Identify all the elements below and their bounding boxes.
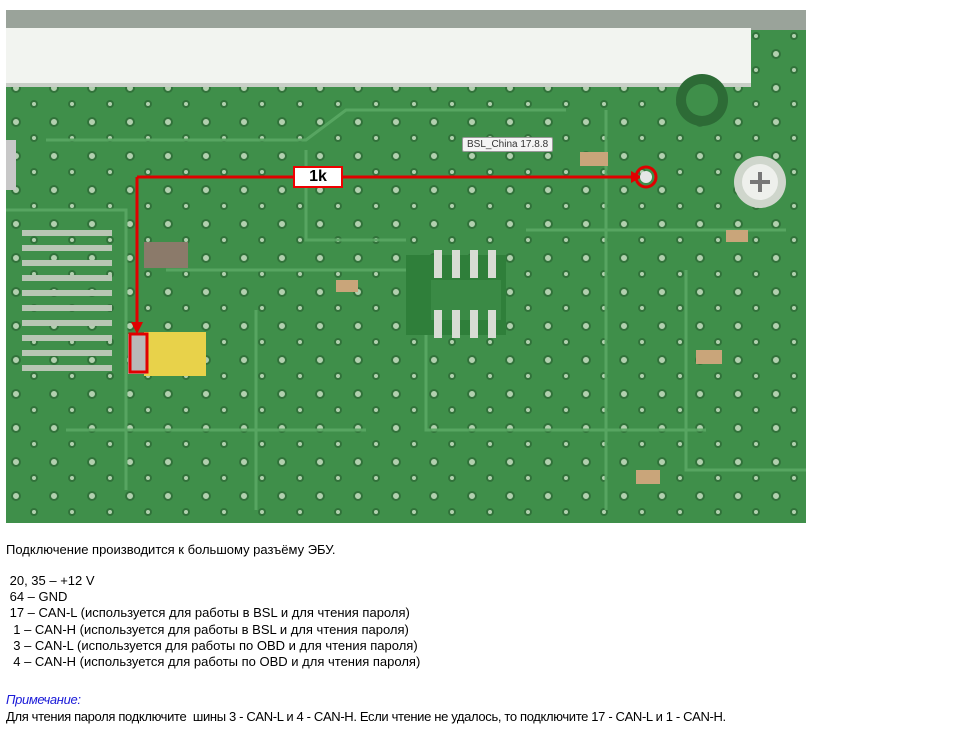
- pin-line: 1 – CAN-H (используется для работы в BSL…: [6, 622, 409, 637]
- pin-line: 4 – CAN-H (используется для работы по OB…: [6, 654, 421, 669]
- pin-line: 64 – GND: [6, 589, 68, 604]
- pcb-photo: [6, 10, 806, 523]
- intro-text: Подключение производится к большому разъ…: [6, 542, 336, 557]
- pin-line: 3 – CAN-L (используется для работы по OB…: [6, 638, 418, 653]
- pin-line: 17 – CAN-L (используется для работы в BS…: [6, 605, 410, 620]
- note-body: Для чтения пароля подключите шины 3 - CA…: [6, 709, 726, 724]
- pin-line: 20, 35 – +12 V: [6, 573, 95, 588]
- photo-tooltip: BSL_China 17.8.8: [462, 137, 554, 152]
- resistor-label: 1k: [293, 166, 343, 188]
- note-title: Примечание:: [6, 692, 81, 707]
